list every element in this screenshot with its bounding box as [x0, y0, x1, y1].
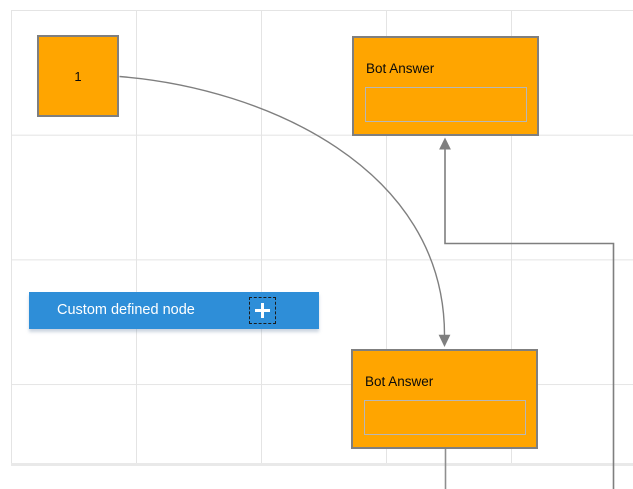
arrowhead-down-icon [438, 334, 451, 347]
arrowhead-up-icon [439, 137, 451, 150]
connector-orthogonal[interactable] [444, 149, 615, 489]
connector-bezier[interactable] [119, 75, 446, 336]
node-custom-defined[interactable]: Custom defined node [29, 292, 319, 329]
bot-answer-bottom-input[interactable] [364, 400, 526, 435]
node-1[interactable]: 1 [37, 35, 119, 117]
plus-icon [250, 298, 275, 323]
bot-answer-top-title: Bot Answer [366, 61, 435, 76]
node-1-label: 1 [74, 68, 82, 84]
bot-answer-bottom-title: Bot Answer [365, 374, 434, 389]
node-bot-answer-bottom[interactable]: Bot Answer [351, 349, 538, 449]
bot-answer-top-input[interactable] [365, 87, 527, 122]
custom-node-label: Custom defined node [57, 302, 195, 318]
node-bot-answer-top[interactable]: Bot Answer [352, 36, 539, 136]
add-node-button[interactable] [249, 297, 276, 324]
